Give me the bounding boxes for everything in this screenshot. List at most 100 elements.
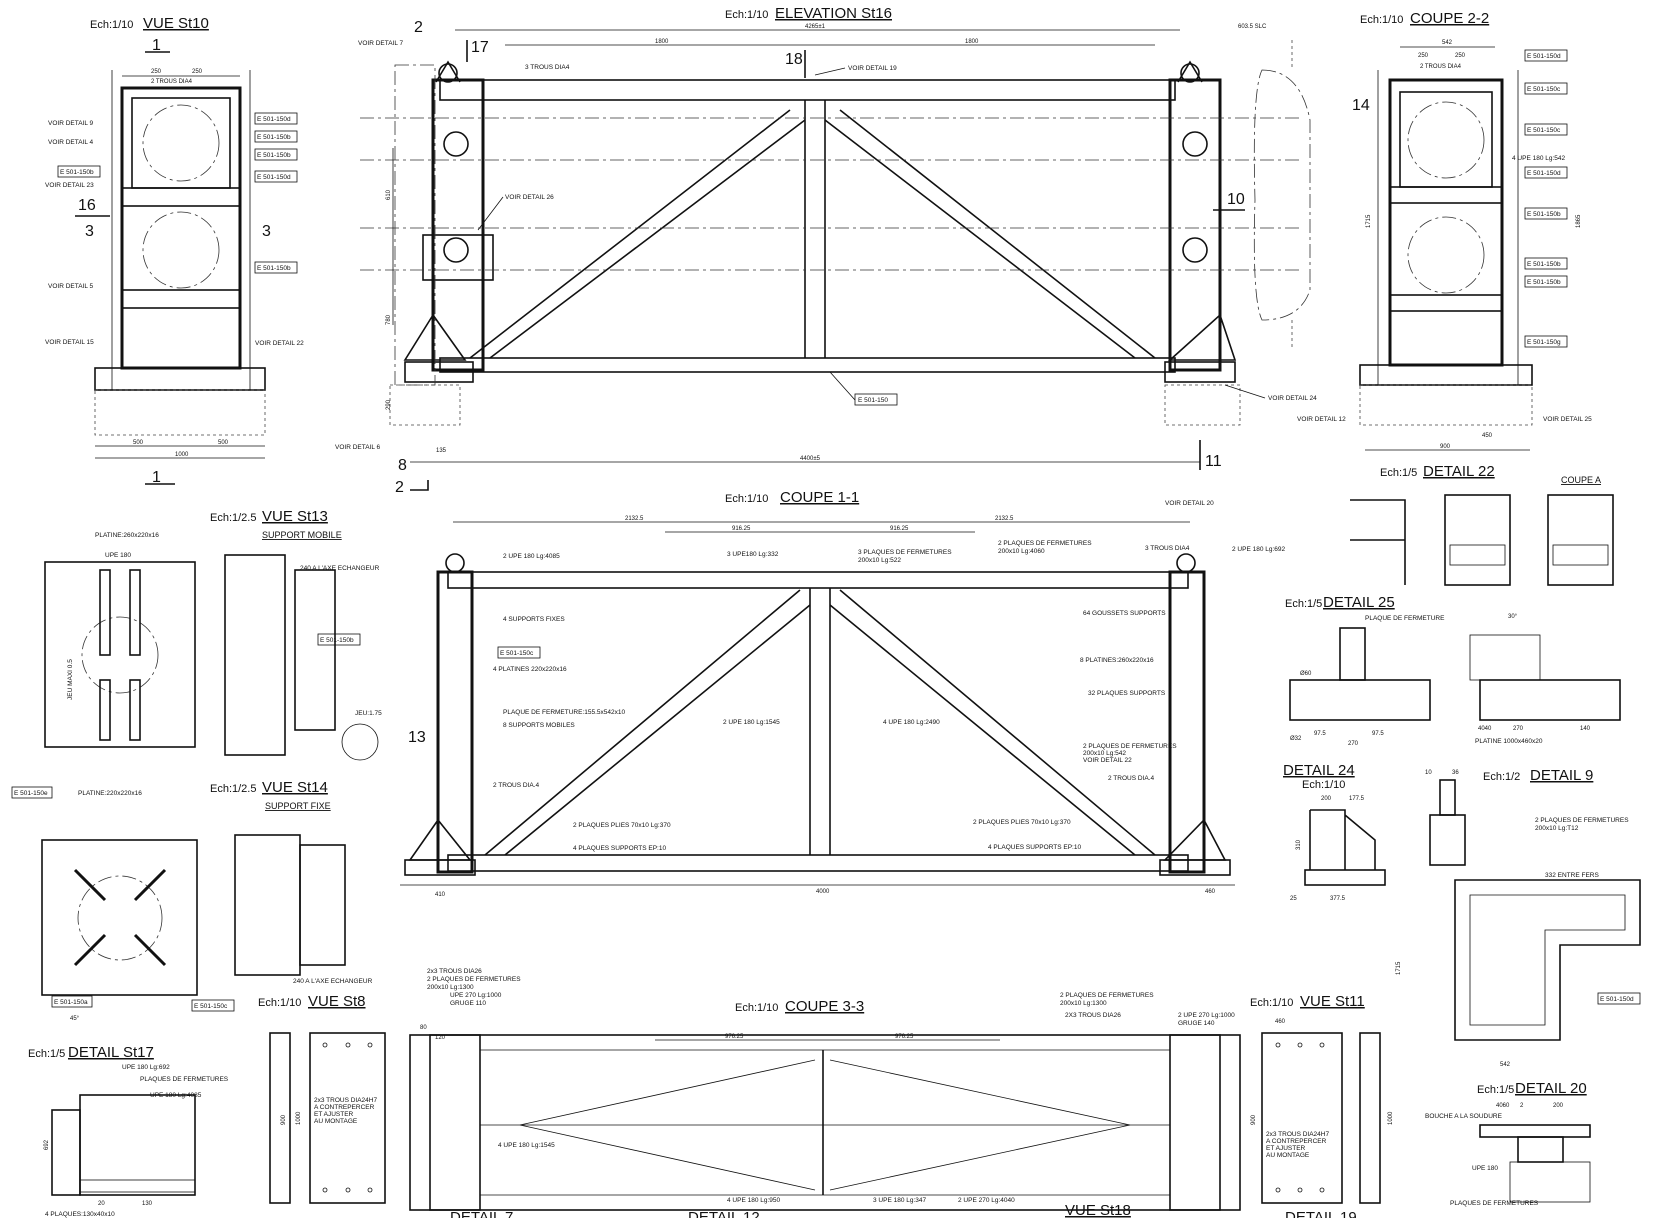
coupe22-ref-1: E 501-150d [1527,53,1561,60]
coupe11-note-trous2: 2 TROUS DIA.4 [493,782,540,789]
detail25-dim-140: 140 [1580,726,1591,732]
bottom-title-detail7: DETAIL 7 [450,1209,513,1218]
coupe33-note-plaques-b: 200x10 Lg:1300 [427,984,474,991]
vue13-note-upe: UPE 180 [105,552,131,559]
elevation-note-trous: 3 TROUS DIA4 [525,64,570,71]
coupe22-ref-4: E 501-150d [1527,170,1561,177]
coupe11-note-voir20: VOIR DETAIL 20 [1165,500,1214,507]
coupe11-note-upe692: 2 UPE 180 Lg:692 [1232,546,1286,553]
vue13-subtitle: SUPPORT MOBILE [262,530,342,540]
vue-st8-view: Ech:1/10 VUE St8 2x3 TROUS DIA24H7 A CON… [258,993,386,1204]
coupe11-note-supports-fixes: 4 SUPPORTS FIXES [503,616,565,623]
detail20-dim-4060: 4060 [1496,1103,1510,1109]
coupe11-note-platines8: 8 PLATINES:260x220x16 [1080,657,1154,664]
detail9-dim-36: 36 [1452,770,1459,776]
coupe33-dim-976a: 976.25 [725,1034,744,1040]
coupe11-note-sup-ep-r: 4 PLAQUES SUPPORTS EP:10 [988,844,1081,851]
coupe11-dim-2132a: 2132.5 [625,516,644,522]
coupe11-title: COUPE 1-1 [780,489,859,506]
coupe-22-view: Ech:1/10 COUPE 2-2 542 250 250 2 TROUS D… [1297,10,1592,451]
detail17-dim-130: 130 [142,1201,153,1207]
coupe11-dim-916a: 916.25 [732,526,751,532]
detail9-ref: E 501-150d [1600,996,1634,1003]
vue10-dim-500a: 500 [133,440,144,446]
coupe22-section-14: 14 [1352,97,1370,114]
elevation-dim-left: 1800 [655,39,669,45]
detail22-scale: Ech:1/5 [1380,467,1417,479]
detail20-dim-2: 2 [1520,1103,1524,1109]
coupe11-note-trous4: 2 TROUS DIA.4 [1108,775,1155,782]
detail-24-view: DETAIL 24 Ech:1/10 200 177.5 310 25 377.… [1283,762,1386,902]
elevation-ref-150: E 501-150 [858,397,888,404]
detail9-dim-10: 10 [1425,770,1432,776]
elevation-section-8: 8 [398,457,407,474]
coupe33-note-upe347: 3 UPE 180 Lg:347 [873,1197,927,1204]
detail25-note-platine: PLATINE 1000x460x20 [1475,738,1543,745]
detail24-title: DETAIL 24 [1283,762,1355,779]
elevation-view: Ech:1/10 ELEVATION St16 4265±1 1800 1800… [335,5,1317,496]
detail9-dim-542: 542 [1500,1062,1511,1068]
vue13-note-platine: PLATINE:260x220x16 [95,532,159,539]
vue11-note-trous: 2x3 TROUS DIA24H7 [1266,1131,1329,1138]
coupe11-dim-460: 460 [1205,889,1216,895]
elevation-section-2-bottom: 2 [395,479,404,496]
detail24-scale: Ech:1/10 [1302,779,1345,791]
detail25-dim-30: 30° [1508,614,1518,620]
coupe22-ref-2: E 501-150c [1527,86,1561,93]
vue11-dim-1000: 1000 [1388,1111,1394,1125]
coupe22-note-upe: 4 UPE 180 Lg:542 [1512,155,1566,162]
vue10-note-voir9: VOIR DETAIL 9 [48,120,94,127]
coupe11-note-plaques4060b: 200x10 Lg:4060 [998,548,1045,555]
coupe33-note-upe950: 4 UPE 180 Lg:950 [727,1197,781,1204]
vue8-note-ajuster: ET AJUSTER [314,1111,354,1118]
detail25-dim-4040: 4040 [1478,726,1492,732]
coupe11-dim-4000: 4000 [816,889,830,895]
elevation-dim-610: 610 [386,189,392,200]
coupe11-note-voir22: VOIR DETAIL 22 [1083,757,1132,764]
detail17-dim-692: 692 [44,1139,50,1150]
detail20-dim-200: 200 [1553,1103,1564,1109]
detail-22-view: Ech:1/5 DETAIL 22 COUPE A [1350,463,1614,586]
coupe22-note-trous: 2 TROUS DIA4 [1420,64,1462,70]
vue10-dim-250a: 250 [151,69,162,75]
coupe33-note-upe1545: 4 UPE 180 Lg:1545 [498,1142,555,1149]
coupe33-note-upe270: UPE 270 Lg:1000 [450,992,502,999]
detail24-dim-310: 310 [1296,839,1302,850]
coupe11-note-plies-r: 2 PLAQUES PLIES 70x10 Lg:370 [973,819,1071,826]
detail-25-view: Ech:1/5 DETAIL 25 PLAQUE DE FERMETURE PL… [1285,594,1621,747]
detail17-note-plaques: PLAQUES DE FERMETURES [140,1076,229,1083]
vue8-dim-1000: 1000 [296,1111,302,1125]
detail20-note-upe: UPE 180 [1472,1165,1498,1172]
coupe33-note-trous: 2x3 TROUS DIA26 [427,968,482,975]
vue8-note-trous: 2x3 TROUS DIA24H7 [314,1097,377,1104]
elevation-note-voir19: VOIR DETAIL 19 [848,65,897,72]
detail-20-view: Ech:1/5 DETAIL 20 4060 2 200 BOUCHE A LA… [1425,1080,1591,1207]
vue10-section-1-bottom: 1 [152,469,161,486]
detail25-note-plaque: PLAQUE DE FERMETURE [1365,615,1445,622]
coupe-11-view: Ech:1/10 COUPE 1-1 2132.5 2132.5 916.25 … [400,489,1286,898]
detail17-scale: Ech:1/5 [28,1048,65,1060]
vue10-dim-500b: 500 [218,440,229,446]
vue13-note-jeu: JEU:1.75 [355,710,382,717]
detail17-dim-20: 20 [98,1201,105,1207]
vue8-dim-900: 900 [281,1114,287,1125]
vue8-note-montage: AU MONTAGE [314,1118,358,1125]
detail25-dia60: Ø60 [1300,671,1312,677]
vue10-section-1-top: 1 [152,37,161,54]
vue14-ref-150c: E 501-150c [194,1003,228,1010]
detail24-dim-200: 200 [1321,796,1332,802]
vue11-note-ajuster: ET AJUSTER [1266,1145,1306,1152]
elevation-dim-top: 4265±1 [805,24,826,30]
detail20-title: DETAIL 20 [1515,1080,1587,1097]
vue14-ref-150a: E 501-150a [54,999,88,1006]
coupe11-note-upe2490: 4 UPE 180 Lg:2490 [883,719,940,726]
elevation-note-voir26: VOIR DETAIL 26 [505,194,554,201]
elevation-dim-slc: 603.5 SLC [1238,24,1267,30]
coupe11-note-platines4: 4 PLATINES 220x220x16 [493,666,567,673]
coupe22-ref-6: E 501-150b [1527,261,1561,268]
coupe11-note-upe1545: 2 UPE 180 Lg:1545 [723,719,780,726]
coupe22-note-voir25: VOIR DETAIL 25 [1543,416,1592,423]
coupe33-note-plaques-r: 2 PLAQUES DE FERMETURES [1060,992,1154,999]
vue10-ref-2: E 501-150b [257,134,291,141]
